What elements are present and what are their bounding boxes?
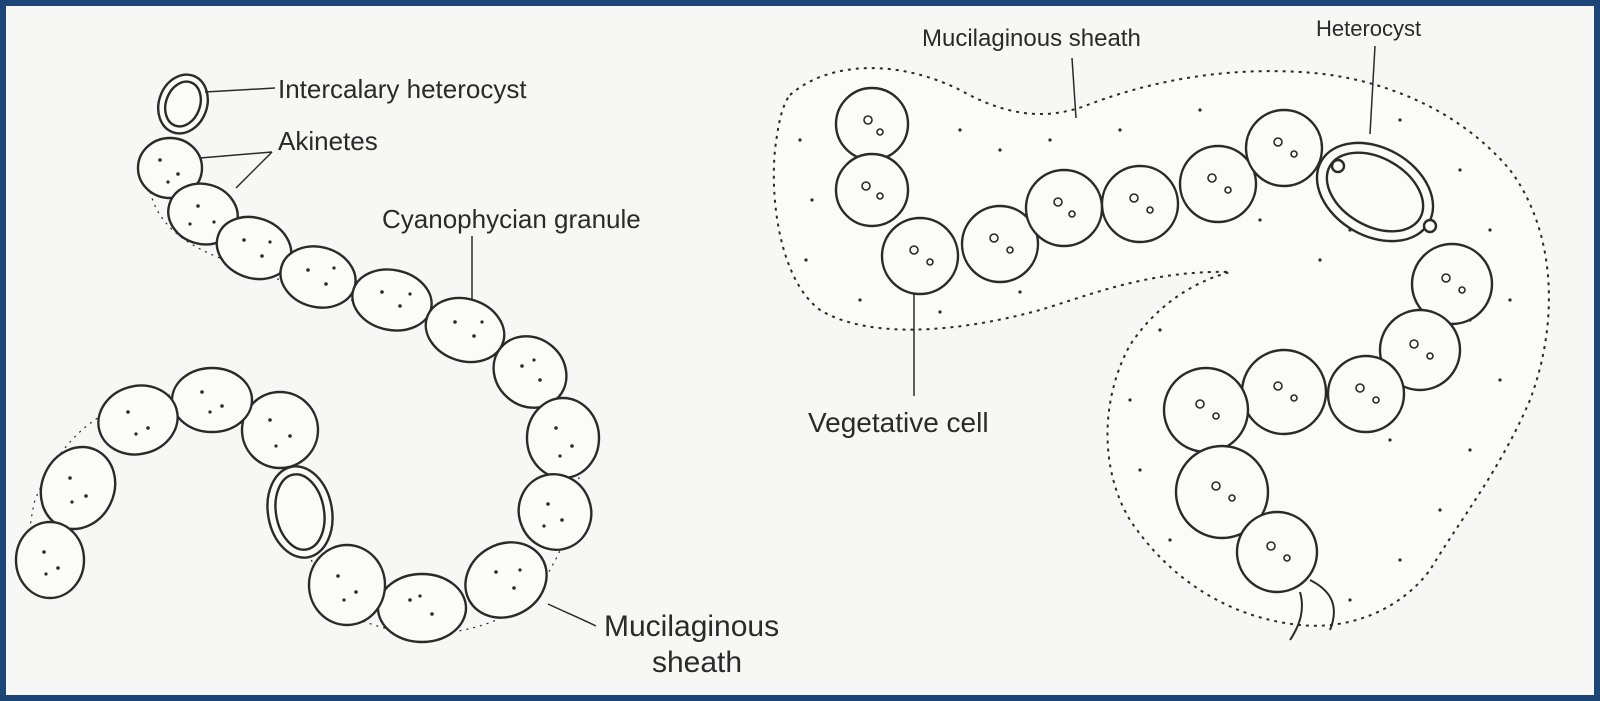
right-cell xyxy=(882,218,958,294)
right-cell xyxy=(836,88,908,160)
label-mucilaginous-sheath-right: Mucilaginous sheath xyxy=(922,25,1141,52)
right-heterocyst-pore xyxy=(1332,160,1344,172)
label-heterocyst: Heterocyst xyxy=(1316,16,1421,41)
left-cell xyxy=(309,545,385,625)
left-cell xyxy=(242,392,318,468)
label-cyanophycian-granule: Cyanophycian granule xyxy=(382,204,641,234)
label-intercalary-heterocyst: Intercalary heterocyst xyxy=(278,74,527,104)
right-cell xyxy=(836,154,908,226)
right-cell xyxy=(1246,110,1322,186)
right-cell xyxy=(1242,350,1326,434)
left-cell xyxy=(527,398,599,478)
right-cell xyxy=(1164,368,1248,452)
right-cell xyxy=(1328,356,1404,432)
right-heterocyst-pore xyxy=(1424,220,1436,232)
label-vegetative-cell: Vegetative cell xyxy=(808,407,989,438)
left-cell xyxy=(378,574,466,642)
right-cell xyxy=(1026,170,1102,246)
left-cell xyxy=(16,522,84,598)
left-cell xyxy=(172,368,252,432)
right-cell xyxy=(1237,512,1317,592)
right-cell xyxy=(1180,146,1256,222)
label-mucilaginous-sheath-left-line2: sheath xyxy=(652,646,742,679)
label-mucilaginous-sheath-left-line1: Mucilaginous xyxy=(604,610,779,643)
label-akinetes: Akinetes xyxy=(278,126,378,156)
right-cell xyxy=(1102,166,1178,242)
